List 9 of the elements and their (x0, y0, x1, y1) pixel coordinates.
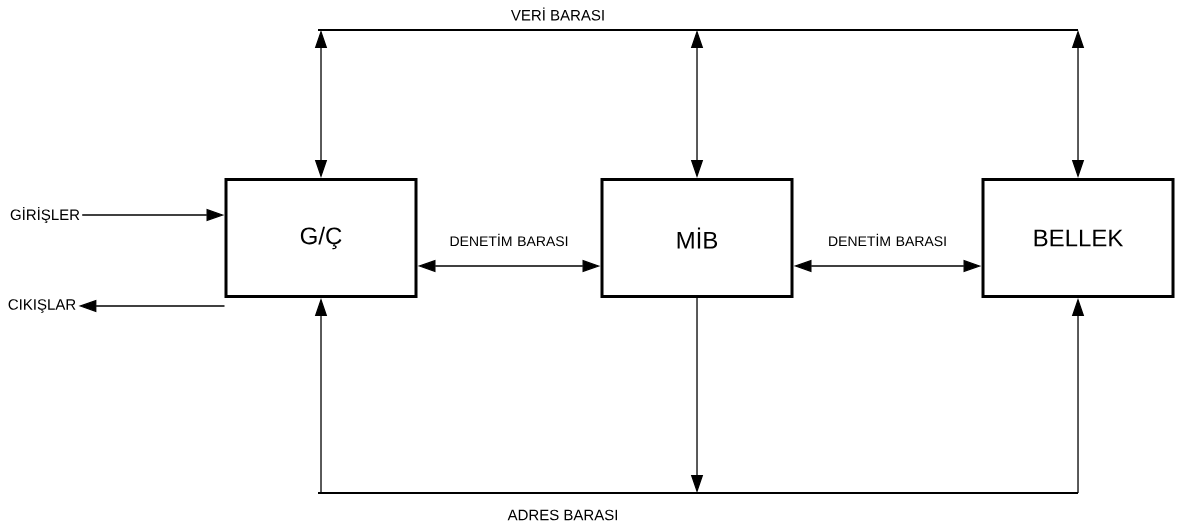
bus-label: VERİ BARASI (510, 7, 604, 21)
signal-label: GİRİŞLER (10, 206, 80, 224)
block-box: MİB (600, 178, 794, 298)
signal-label: CIKIŞLAR (8, 299, 76, 313)
edge-label: DENETİM BARASI (826, 232, 949, 248)
edge-label: DENETİM BARASI (448, 232, 570, 248)
block-box: G/Ç (224, 178, 418, 298)
bus-label: ADRES BARASI (507, 509, 618, 521)
block-box: BELLEK (981, 178, 1175, 298)
